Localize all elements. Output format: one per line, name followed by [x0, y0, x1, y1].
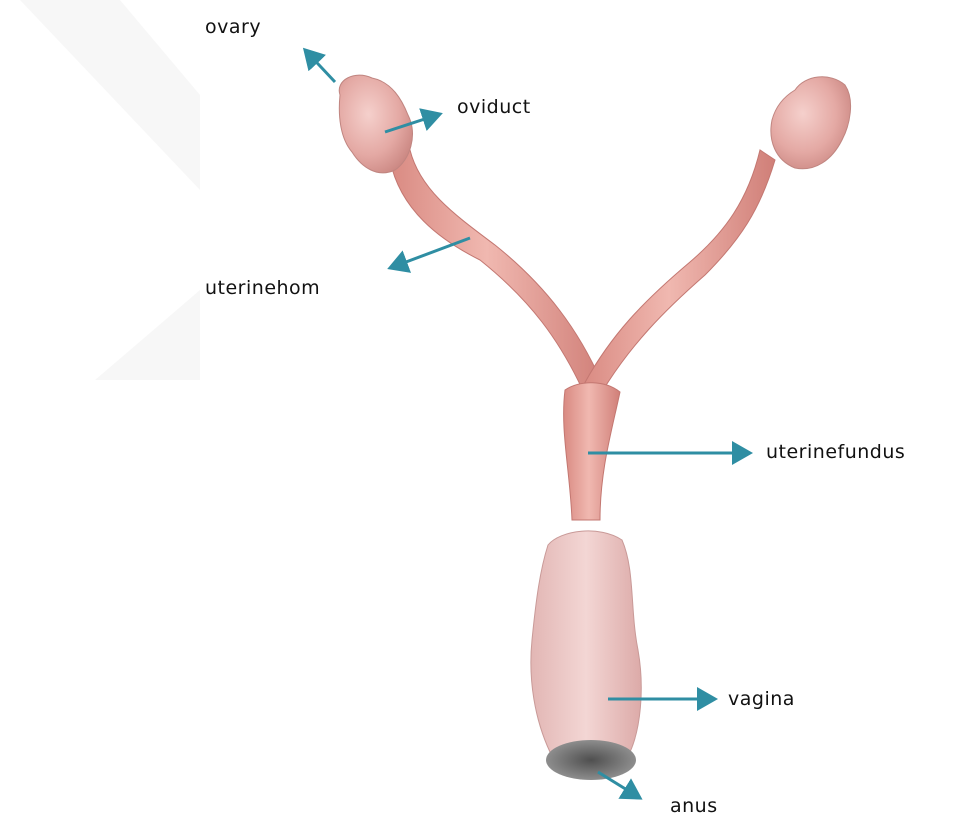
uterine-fundus-label: uterinefundus [766, 443, 905, 462]
right-uterine-horn [582, 150, 775, 395]
watermark-chevron [20, 0, 200, 380]
vagina-label: vagina [728, 690, 795, 709]
anus-label: anus [670, 797, 718, 816]
right-ovary-shape [771, 77, 851, 169]
left-uterine-horn [390, 150, 605, 395]
oviduct-label: oviduct [457, 98, 531, 117]
uterine-horn-label: uterinehom [205, 279, 320, 298]
anus-shape [546, 740, 636, 780]
ovary-label: ovary [205, 18, 261, 37]
vagina-shape [531, 531, 641, 752]
uterine-horn-arrow [390, 238, 470, 268]
ovary-arrow [305, 50, 335, 82]
anus-arrow [598, 772, 640, 798]
left-ovary-shape [339, 75, 412, 173]
uterine-body [564, 383, 620, 520]
